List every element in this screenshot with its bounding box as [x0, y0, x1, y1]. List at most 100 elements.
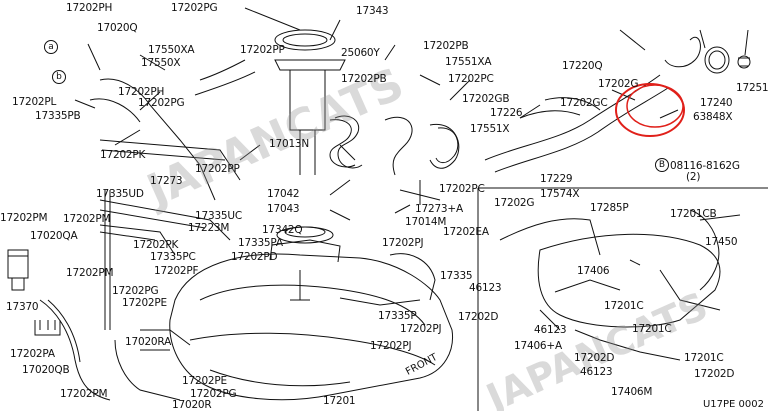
part-label: 17201 [323, 395, 356, 407]
part-label: 17202PJ [400, 323, 442, 335]
part-label: 17202PM [60, 388, 108, 400]
part-label: 17202PM [0, 212, 48, 224]
part-label: 17273+A [415, 203, 463, 215]
part-label: 17202PH [66, 2, 113, 14]
part-label: 17406+A [514, 340, 562, 352]
part-label: 17202D [458, 311, 499, 323]
part-label: 17342Q [262, 224, 303, 236]
part-label: 17202PG [138, 97, 185, 109]
part-label: 17202PG [112, 285, 159, 297]
part-label: 17202PD [231, 251, 278, 263]
part-label: 17202G [494, 197, 535, 209]
part-label: 17202PE [182, 375, 227, 387]
part-label: 17406 [577, 265, 610, 277]
part-label: 17450 [705, 236, 738, 248]
part-label: 17020QB [22, 364, 70, 376]
part-label: 17201CB [670, 208, 717, 220]
part-label: 17202PB [423, 40, 469, 52]
fuel-tank-lower-lip [209, 369, 351, 387]
part-label: 17042 [267, 188, 300, 200]
part-label: 17226 [490, 107, 523, 119]
pump-ring [274, 29, 336, 51]
highlight-ring [615, 83, 685, 137]
callout-bolt-b: B [655, 158, 669, 172]
part-label: 17202PF [154, 265, 199, 277]
diagram-id: U17PE 0002 [702, 399, 764, 410]
part-label: 17220Q [562, 60, 603, 72]
part-label: 17229 [540, 173, 573, 185]
part-label: 17223M [188, 222, 230, 234]
part-label: 17020Q [97, 22, 138, 34]
part-label: 17370 [6, 301, 39, 313]
part-label: 17335UC [195, 210, 243, 222]
fuel-tank-inner-ridge-2 [189, 332, 436, 366]
callout-a: a [44, 40, 58, 54]
part-label: 46123 [534, 324, 567, 336]
part-label: 17335PA [238, 237, 283, 249]
part-label: 17202PG [190, 388, 237, 400]
part-label: 17202PC [448, 73, 494, 85]
part-label: 17202PK [100, 149, 146, 161]
part-label: 17202PM [63, 213, 111, 225]
evap-line [99, 78, 216, 201]
part-label: 25060Y [341, 47, 380, 59]
part-label: 17273 [150, 175, 183, 187]
part-label: 17335PB [35, 110, 81, 122]
part-label: 17201C [684, 352, 724, 364]
canister [7, 249, 29, 279]
part-label: 17202PE [122, 297, 167, 309]
part-label: 17202PK [133, 239, 179, 251]
part-label: 17014M [405, 216, 447, 228]
part-label: 17202GC [560, 97, 608, 109]
hose-coil [329, 119, 356, 168]
part-label: 17202PL [12, 96, 57, 108]
part-label: 17550XA [148, 44, 195, 56]
part-label: 17202PA [10, 348, 55, 360]
part-label: 17013N [269, 138, 310, 150]
part-label: 17020RA [125, 336, 172, 348]
part-label: 17202PG [171, 2, 218, 14]
part-label: 17043 [267, 203, 300, 215]
fuel-tank-outline [169, 253, 454, 401]
part-label: 17335 [440, 270, 473, 282]
part-label: 17551X [470, 123, 510, 135]
part-label: 17202PJ [382, 237, 424, 249]
filler-cap [704, 46, 730, 74]
vapor-pipe [104, 190, 111, 330]
part-label: 17251 [736, 82, 768, 94]
part-label: 17202PC [439, 183, 485, 195]
callout-b: b [52, 70, 66, 84]
part-label: 17202D [694, 368, 735, 380]
right-assembly-frame [477, 187, 768, 411]
part-label: 17020R [172, 399, 212, 411]
part-label: 46123 [469, 282, 502, 294]
part-label: 17240 [700, 97, 733, 109]
part-label: 46123 [580, 366, 613, 378]
part-label: 17551XA [445, 56, 492, 68]
part-label: 17201C [604, 300, 644, 312]
part-label: 17406M [611, 386, 653, 398]
part-label: 08116-8162G [670, 160, 740, 172]
part-label: 17202PB [341, 73, 387, 85]
part-label: (2) [686, 171, 701, 183]
part-label: 17020QA [30, 230, 78, 242]
part-label: 17202D [574, 352, 615, 364]
part-label: 17202PP [195, 163, 240, 175]
part-label: 17550X [141, 57, 181, 69]
part-label: 17202G [598, 78, 639, 90]
part-label: 63848X [693, 111, 733, 123]
part-label: 17335UD [96, 188, 144, 200]
part-label: 17202PJ [370, 340, 412, 352]
part-label: 17201C [632, 323, 672, 335]
part-label: 17202EA [443, 226, 489, 238]
fuel-tank-inner-ridge [199, 284, 426, 326]
part-label: 17335P [378, 310, 417, 322]
part-label: 17202PP [240, 44, 285, 56]
part-label: 17285P [590, 202, 629, 214]
part-label: 17335PC [150, 251, 196, 263]
part-label: 17202PH [118, 86, 165, 98]
part-label: 17574X [540, 188, 580, 200]
part-label: 17202PM [66, 267, 114, 279]
